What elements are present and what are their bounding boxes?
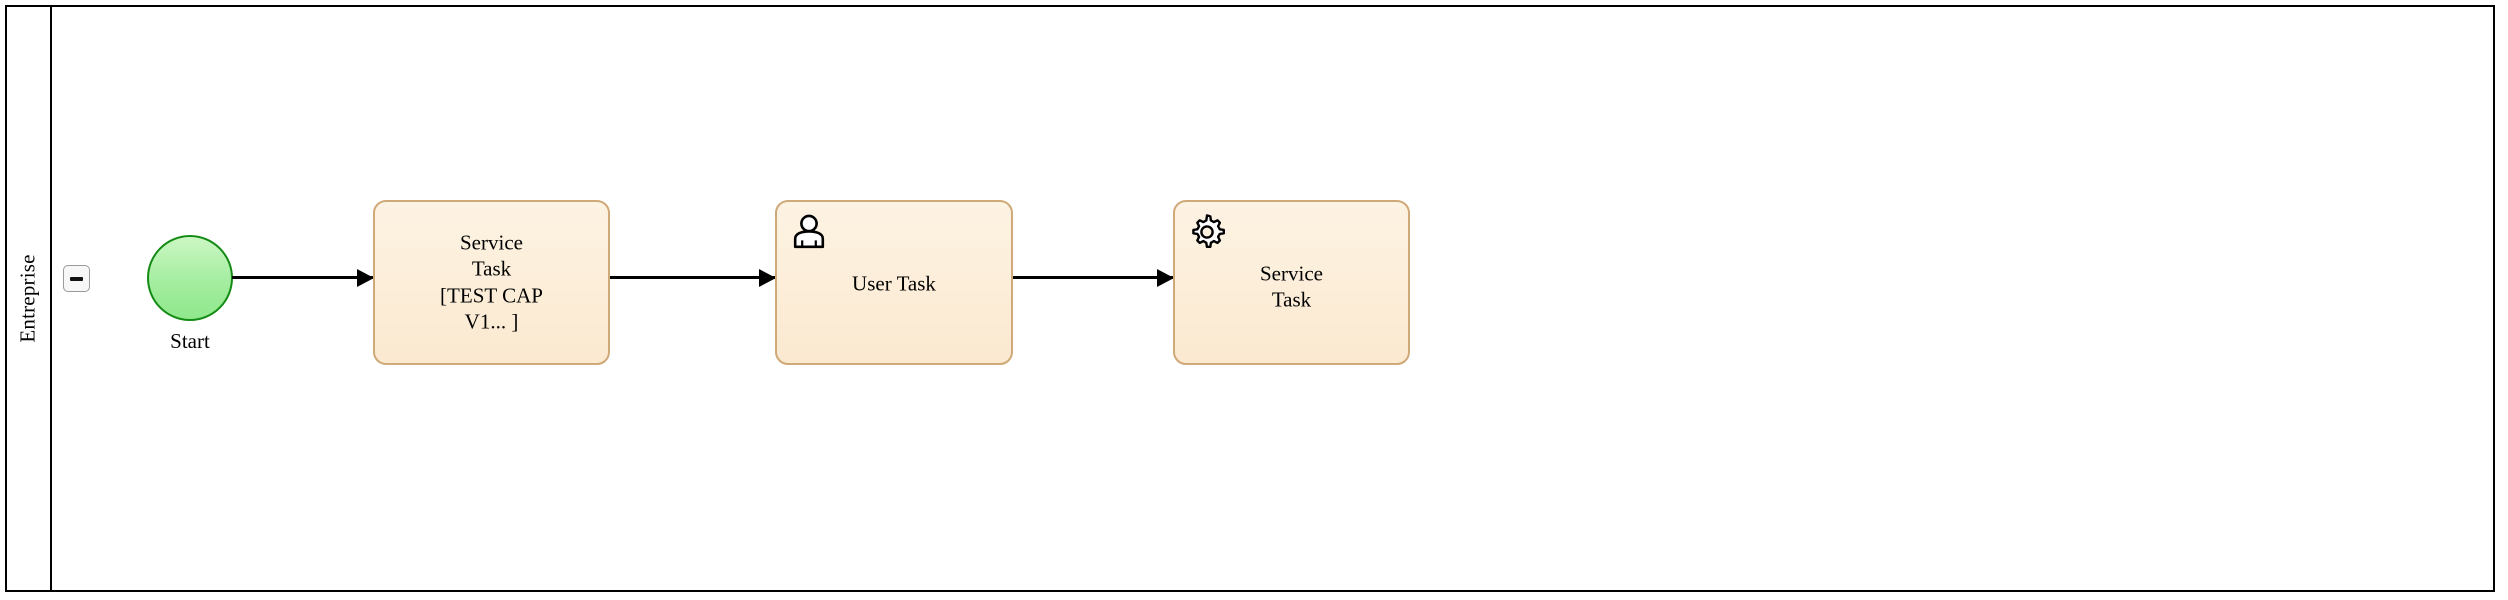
pool-label: Entreprise <box>16 254 41 343</box>
gear-icon <box>1187 212 1227 252</box>
sequence-flow-3[interactable] <box>1013 268 1174 287</box>
pool-collapse-toggle[interactable] <box>63 265 90 292</box>
start-event-label: Start <box>170 329 210 353</box>
minus-icon <box>70 276 83 281</box>
task-label: Service Task [TEST CAP V1... ] <box>440 230 543 335</box>
task-label: Service Task <box>1260 261 1323 312</box>
start-event-circle <box>147 235 233 321</box>
task-label: User Task <box>852 271 936 296</box>
task-user[interactable]: User Task <box>775 200 1013 365</box>
pool-header[interactable]: Entreprise <box>7 7 52 590</box>
sequence-flow-2[interactable] <box>610 268 776 287</box>
task-service[interactable]: Service Task <box>1173 200 1410 365</box>
arrow-head-icon <box>1157 268 1174 287</box>
sequence-flow-1[interactable] <box>232 268 374 287</box>
user-icon <box>789 212 829 252</box>
start-event[interactable]: Start <box>147 235 233 353</box>
arrow-head-icon <box>759 268 776 287</box>
arrow-head-icon <box>357 268 374 287</box>
pool-entreprise[interactable]: Entreprise <box>5 5 2495 592</box>
task-service-test-cap[interactable]: Service Task [TEST CAP V1... ] <box>373 200 610 365</box>
